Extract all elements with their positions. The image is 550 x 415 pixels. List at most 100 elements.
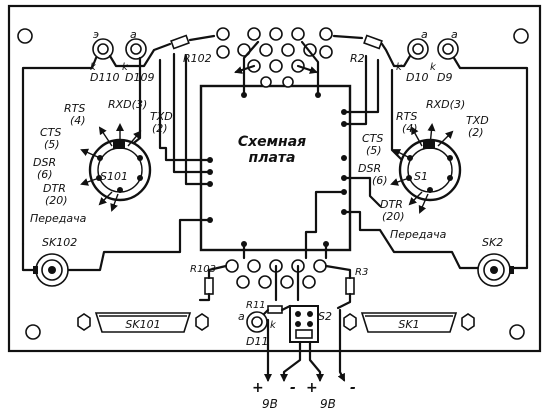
d110-label: D110 [90, 71, 119, 84]
d10-anode-mark: a [421, 28, 428, 41]
right-dtr-num: (20) [382, 210, 405, 223]
d11-cathode-mark: k [270, 320, 277, 331]
d109-cathode-mark: k [122, 62, 129, 73]
d11-label: D11 [246, 335, 268, 348]
s101-label: S101 [100, 170, 128, 183]
right-rts-num: (4) [402, 122, 418, 135]
right-wire-9 [304, 190, 346, 260]
db-connector-sk101 [77, 312, 209, 333]
d10-label: D10 [406, 71, 428, 84]
left-wire-1 [21, 56, 98, 246]
right-wire-2 [380, 42, 412, 68]
d109-anode-mark: a [130, 28, 137, 41]
supply-2-plus: + [306, 380, 318, 396]
r3-label: R3 [355, 267, 368, 278]
right-rxd: RXD(3) [426, 98, 465, 111]
bottom-terminal-block [225, 242, 328, 302]
right-wire-1 [452, 56, 529, 248]
r102-label: R102 [183, 52, 212, 65]
led-d110 [92, 38, 114, 60]
din-socket-s1 [390, 123, 462, 214]
mount-hole-bl [25, 324, 41, 340]
supply-2-voltage: 9В [320, 397, 336, 411]
r2-label: R2 [350, 52, 365, 65]
right-cts-num: (5) [366, 144, 382, 157]
right-dtr: DTR [380, 198, 403, 211]
led-d9 [437, 38, 459, 60]
supply-lead-1-minus [280, 340, 302, 382]
circuit-board [199, 84, 352, 252]
d9-cathode-mark: k [430, 62, 437, 73]
left-cts: CTS [40, 126, 61, 139]
r11-label: R11 [246, 300, 266, 311]
coax-socket-sk102 [33, 253, 69, 287]
resistor-r2 [363, 34, 383, 50]
left-rxd: RXD(3) [108, 98, 147, 111]
right-wire-4 [342, 58, 380, 114]
left-wire-3 [188, 34, 216, 42]
chassis-outline [7, 4, 542, 353]
sk2-label: SK2 [482, 236, 503, 249]
left-txd: TXD [150, 110, 173, 123]
right-wire-7 [342, 176, 382, 208]
right-transmit: Передача [390, 228, 447, 241]
sk102-label: SK102 [42, 236, 77, 249]
board-pads [207, 92, 347, 247]
supply-1-plus: + [252, 380, 264, 396]
db-connector-sk1 [343, 312, 475, 333]
led-d109 [125, 38, 147, 60]
sk101-label: SK101 [125, 318, 160, 331]
resistor-r103 [204, 277, 214, 295]
right-txd-num: (2) [468, 126, 484, 139]
right-cts: CTS [362, 132, 383, 145]
right-dsr: DSR [358, 162, 381, 175]
left-rts: RTS [64, 102, 85, 115]
resistor-r102 [170, 34, 190, 50]
left-wire-5 [172, 52, 212, 174]
right-wire-3 [332, 34, 364, 40]
board-label-1: Схемная [238, 134, 306, 150]
supply-1-minus: - [290, 380, 296, 396]
left-dtr: DTR [43, 182, 66, 195]
d110-cathode-mark: k [90, 62, 97, 73]
left-txd-num: (2) [152, 122, 168, 135]
top-terminal-block [216, 27, 333, 97]
right-dsr-num: (6) [372, 174, 388, 187]
right-wire-5 [342, 54, 368, 126]
d10-cathode-mark: k [396, 62, 403, 73]
sk1-label: SK1 [398, 318, 419, 331]
left-rts-num: (4) [70, 114, 86, 127]
left-wire-4 [158, 58, 212, 162]
s1-label: S1 [414, 170, 428, 183]
supply-lead-2-plus [308, 340, 324, 382]
mount-hole-br [509, 324, 525, 340]
led-d10 [407, 38, 429, 60]
d9-label: D9 [437, 71, 452, 84]
left-transmit: Передача [30, 212, 87, 225]
mount-hole-tl [17, 28, 33, 44]
mount-hole-tr [513, 28, 529, 44]
right-wire-6 [390, 68, 404, 162]
right-rts: RTS [396, 110, 417, 123]
r103-label: R103 [190, 264, 216, 275]
switch-s2 [289, 305, 319, 343]
left-dtr-num: (20) [45, 194, 68, 207]
resistor-r11 [267, 305, 283, 314]
d110-anode-mark: э [93, 28, 99, 41]
din-socket-s101 [80, 123, 152, 212]
left-cts-num: (5) [44, 138, 60, 151]
s2-label: S2 [318, 310, 332, 323]
left-dsr: DSR [33, 156, 56, 169]
left-wire-6 [184, 54, 212, 186]
supply-2-minus: - [350, 380, 356, 396]
d9-anode-mark: a [451, 28, 458, 41]
supply-1-voltage: 9В [262, 397, 278, 411]
coax-socket-sk2 [477, 253, 514, 287]
board-label-2: плата [249, 150, 296, 166]
resistor-r3 [345, 277, 355, 295]
right-txd: TXD [466, 114, 489, 127]
left-dsr-num: (6) [37, 168, 53, 181]
supply-lead-2-minus [337, 308, 346, 382]
